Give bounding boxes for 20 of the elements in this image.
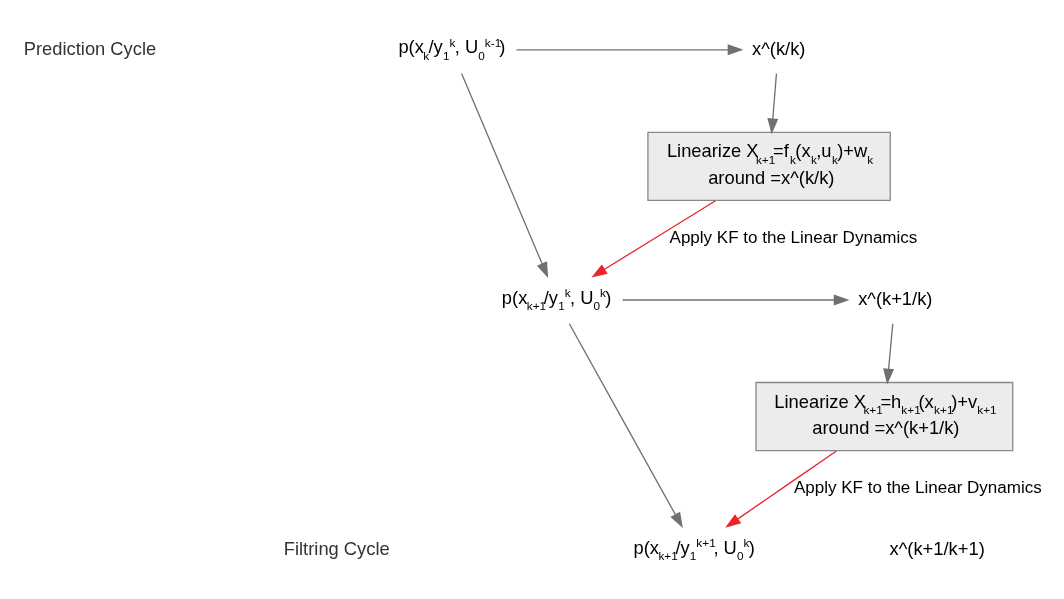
label: Filtring Cycle (283, 537, 390, 559)
edge-label: Apply KF to the Linear Dynamics (669, 227, 918, 247)
arrow (515, 43, 744, 55)
node-text: p(x$_{k+1}$/y$_{1}$$^{k}$, U$_{0}$$^{k}$) (501, 285, 612, 312)
node-text: p(x$_{k+1}$/y$_{1}$$^{k+1}$, U$_{0}$$^{k}$) (633, 535, 755, 562)
arrow (883, 322, 895, 384)
node-text: p(x$_{k}$/y$_{1}$$^{k}$, U$_{0}$$^{k-1}$) (398, 35, 506, 62)
arrow (591, 199, 717, 277)
edge-label: Apply KF to the Linear Dynamics (793, 477, 1042, 497)
arrow (767, 72, 779, 134)
node-box: Linearize X$_{k+1}$=f$_{k}$(x$_{k}$,u$_{k}$)+w$_{k}$ around =x^(k/k) (647, 131, 891, 201)
arrow (460, 72, 549, 278)
node-text: x^(k/k) (752, 37, 806, 59)
label: Prediction Cycle (23, 37, 157, 59)
arrow (725, 449, 838, 528)
arrow (621, 294, 850, 305)
node-text: x^(k+1/k) (858, 287, 933, 309)
arrow (568, 322, 683, 528)
node-text: x^(k+1/k+1) (889, 537, 985, 559)
node-box: Linearize X$_{k+1}$=h$_{k+1}$(x$_{k+1}$)+v$_{k+1}$ around =x^(k+1/k) (755, 381, 1014, 451)
